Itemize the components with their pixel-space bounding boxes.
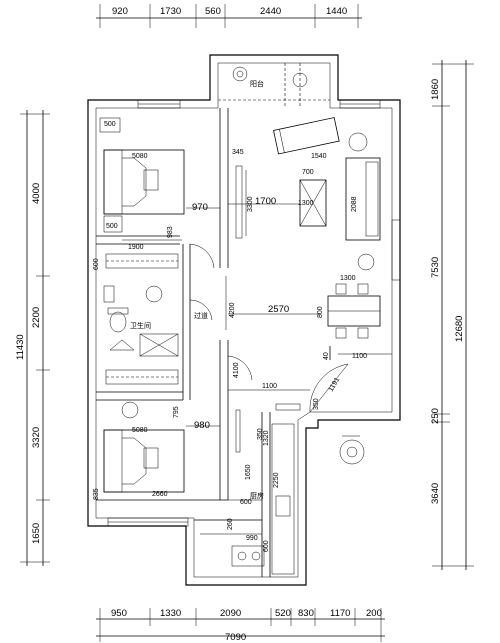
plant-icon xyxy=(292,72,308,88)
nightstand xyxy=(99,117,121,133)
coffee-table xyxy=(299,179,327,227)
dim-1300-dining: 1300 xyxy=(340,275,356,282)
dim-600-kitchen: 600 xyxy=(240,499,252,506)
dim-500-left: 500 xyxy=(106,223,118,230)
plant-icon xyxy=(357,253,375,271)
washbasin-icon xyxy=(145,285,163,303)
dim-600-left: 600 xyxy=(93,258,100,270)
bottom-dim-5: 830 xyxy=(298,608,314,619)
dim-2660: 2660 xyxy=(152,491,168,498)
dim-970: 970 xyxy=(192,202,208,213)
dim-2250: 2250 xyxy=(273,472,280,488)
dim-3300: 2088 xyxy=(351,196,358,212)
bottom-dim-2: 1330 xyxy=(160,608,181,619)
dim-1300-table: 1300 xyxy=(298,200,314,207)
dining-area: 1300 800 2570 1100 40 xyxy=(228,275,392,360)
dim-4200: 4200 xyxy=(229,302,236,318)
dim-5080-bottom: 5080 xyxy=(132,427,148,434)
dim-350-a: 350 xyxy=(313,398,320,410)
top-dim-1: 920 xyxy=(112,6,128,17)
chair-icon xyxy=(143,169,159,191)
dim-1100-entry: 1100 xyxy=(262,383,277,390)
dim-983: 983 xyxy=(167,226,174,238)
bathroom: 卫生间 过道 4200 xyxy=(103,276,236,357)
dim-350-b: 350 xyxy=(257,428,264,440)
left-total-dim: 11430 xyxy=(15,334,26,360)
dim-795: 795 xyxy=(173,406,180,418)
right-dim-3: 250 xyxy=(430,408,441,424)
right-dim-4: 3640 xyxy=(430,483,441,504)
right-dimension-chain: 1860 7530 250 3640 12680 xyxy=(430,60,474,570)
bottom-dim-3: 2090 xyxy=(220,608,241,619)
kitchen-label: 厨房 xyxy=(250,491,264,500)
sofa xyxy=(345,157,381,241)
dim-1700: 1700 xyxy=(255,196,276,207)
dim-1100-dining: 1100 xyxy=(352,353,367,360)
dim-40: 40 xyxy=(323,352,330,360)
dim-5080-top: 5080 xyxy=(132,153,148,160)
dim-700: 700 xyxy=(302,169,314,176)
living-room: 345 1540 2088 700 1300 3300 1700 xyxy=(228,117,381,271)
plant-icon xyxy=(232,66,248,82)
plant-icon xyxy=(348,132,368,152)
dim-2570: 2570 xyxy=(268,304,289,315)
bottom-total-dim: 7090 xyxy=(225,632,246,643)
dim-1650-kitchen: 1650 xyxy=(245,464,252,480)
dim-260: 260 xyxy=(227,518,234,530)
nightstand-lamp xyxy=(121,401,139,419)
balcony-label: 阳台 xyxy=(250,79,264,88)
bathroom-label: 卫生间 xyxy=(130,321,151,330)
dim-990: 990 xyxy=(246,535,258,542)
dim-835: 835 xyxy=(93,488,100,500)
kitchen-counter xyxy=(271,423,295,575)
dim-4100: 4100 xyxy=(233,362,240,378)
dim-600-kitchen-b: 600 xyxy=(263,540,270,552)
left-dim-4: 1650 xyxy=(31,523,42,544)
dim-345: 345 xyxy=(232,149,244,156)
bottom-dim-7: 200 xyxy=(366,608,382,619)
bedroom-north: 500 5080 500 970 1900 983 600 xyxy=(93,117,220,270)
stove-icon xyxy=(231,545,265,567)
left-dim-3: 3320 xyxy=(31,427,42,448)
top-dimension-chain: 920 1730 560 2440 1440 xyxy=(96,4,362,28)
dim-500-top: 500 xyxy=(104,121,116,128)
dim-1320: 1320 xyxy=(263,430,270,446)
right-total-dim: 12680 xyxy=(454,316,465,342)
top-dim-4: 2440 xyxy=(260,6,281,17)
bottom-dim-1: 950 xyxy=(111,608,127,619)
left-dimension-chain: 4000 2200 3320 1650 11430 xyxy=(15,110,50,566)
top-dim-3: 560 xyxy=(205,6,221,17)
dim-800: 800 xyxy=(317,306,324,318)
dim-980: 980 xyxy=(194,420,210,431)
sink-icon xyxy=(275,495,291,517)
left-dim-1: 4000 xyxy=(31,183,42,204)
corridor-label: 过道 xyxy=(194,311,208,320)
right-dim-1: 1860 xyxy=(430,79,441,100)
balcony: 阳台 xyxy=(218,63,330,108)
tv-stand xyxy=(235,165,243,239)
kitchen: 1320 2250 厨房 600 990 260 600 xyxy=(200,423,295,575)
right-dim-2: 7530 xyxy=(430,257,441,278)
toilet-icon xyxy=(109,311,127,333)
dim-1900: 1900 xyxy=(128,244,144,251)
bottom-dim-6: 1170 xyxy=(330,608,350,619)
dim-1540: 1540 xyxy=(311,153,327,160)
chair-icon xyxy=(143,447,159,469)
bedroom-south: 795 5080 980 835 2660 4100 xyxy=(93,355,253,500)
bottom-dim-4: 520 xyxy=(275,608,291,619)
tree-icon xyxy=(339,439,365,465)
bottom-dimension-chain: 950 1330 2090 520 830 1170 200 7090 xyxy=(96,608,385,643)
top-dim-2: 1730 xyxy=(160,6,181,17)
top-dim-5: 1440 xyxy=(326,6,347,17)
tv-cabinet xyxy=(273,117,340,155)
shower-area xyxy=(139,333,179,357)
left-dim-2: 2200 xyxy=(31,307,42,328)
